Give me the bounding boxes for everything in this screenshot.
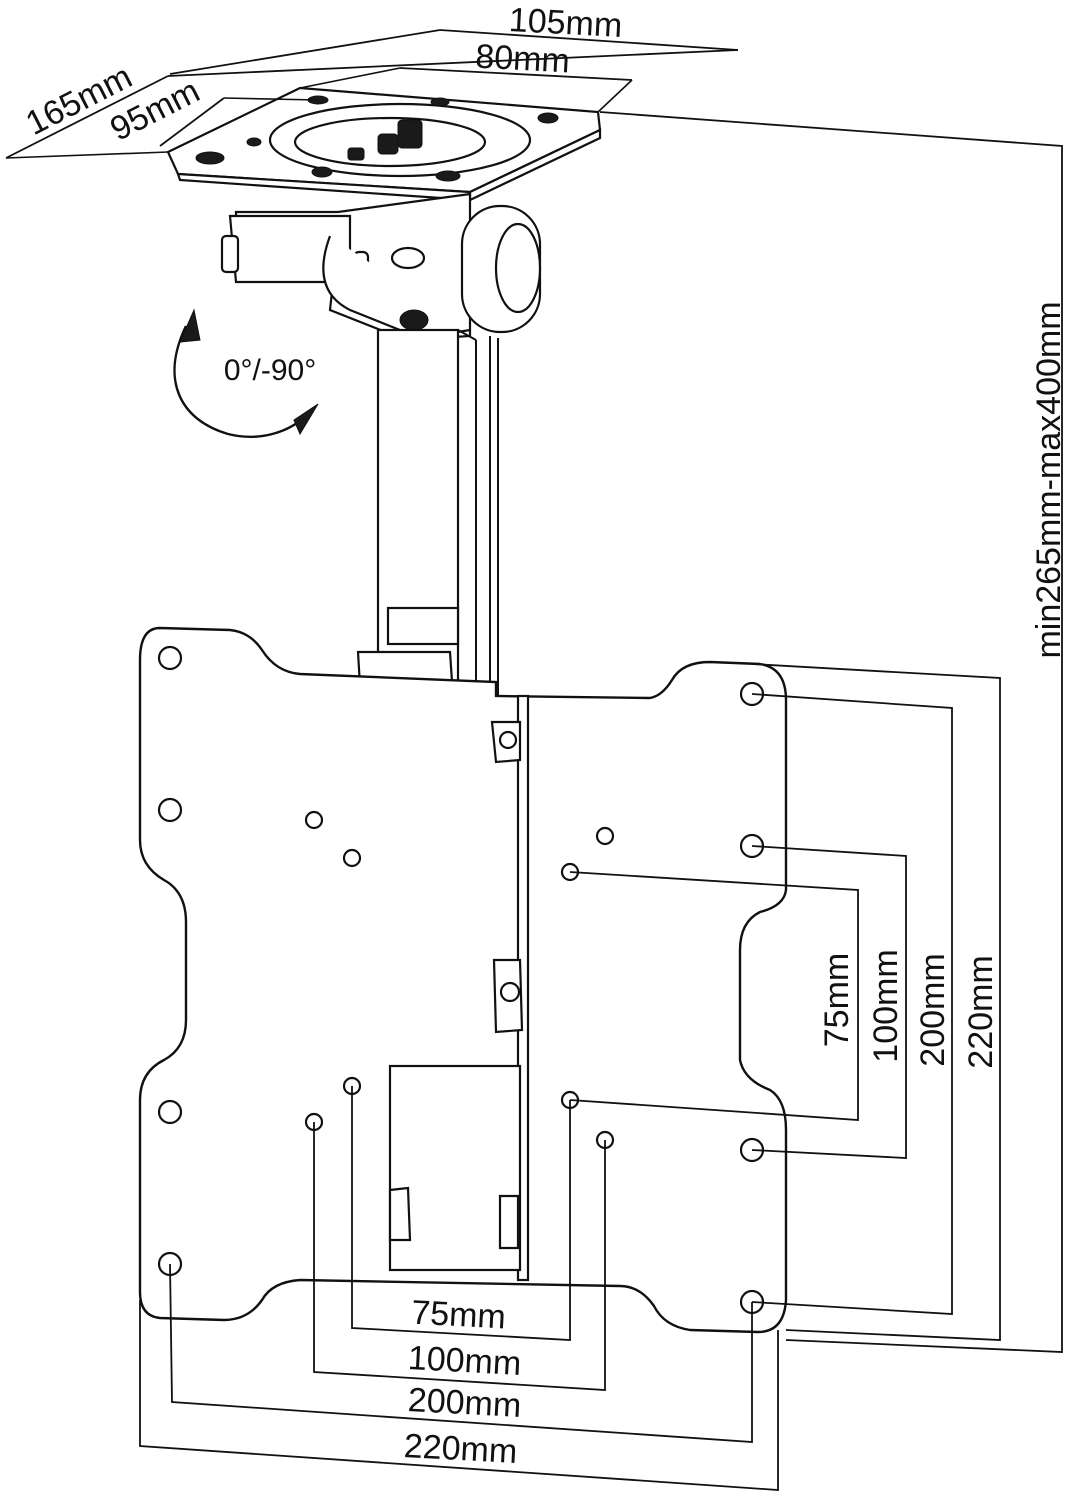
label-height-range: min265mm-max400mm <box>1030 301 1068 658</box>
label-horiz-200mm: 200mm <box>407 1381 522 1425</box>
label-vert-220mm: 220mm <box>962 955 1000 1068</box>
label-vert-75mm: 75mm <box>818 953 856 1047</box>
tilt-range-label: 0°/-90° <box>224 354 316 387</box>
label-105mm: 105mm <box>508 1 623 45</box>
tilt-rotation-arrow: 0°/-90° <box>173 308 319 438</box>
ceiling-plate <box>166 86 602 202</box>
hole-220-tl <box>157 645 183 671</box>
ceiling-plate-dimensions <box>5 29 739 159</box>
vesa-vertical-dimensions <box>569 663 1001 1341</box>
label-horiz-100mm: 100mm <box>407 1339 522 1383</box>
hole-75-tl <box>342 848 362 868</box>
label-vert-100mm: 100mm <box>867 949 905 1062</box>
hole-200-bl <box>157 1099 183 1125</box>
label-horiz-75mm: 75mm <box>410 1294 506 1337</box>
vesa-horizontal-dimensions <box>139 1086 779 1491</box>
hole-100-tl <box>304 810 324 830</box>
height-dimension <box>599 111 1063 1353</box>
label-80mm: 80mm <box>474 38 570 81</box>
hole-200-tl <box>157 797 183 823</box>
tilt-head <box>220 192 542 342</box>
vesa-holes <box>157 645 765 1315</box>
label-vert-200mm: 200mm <box>914 953 952 1066</box>
hole-100-tr <box>595 826 615 846</box>
vesa-plate <box>138 626 788 1334</box>
label-horiz-220mm: 220mm <box>403 1427 518 1471</box>
